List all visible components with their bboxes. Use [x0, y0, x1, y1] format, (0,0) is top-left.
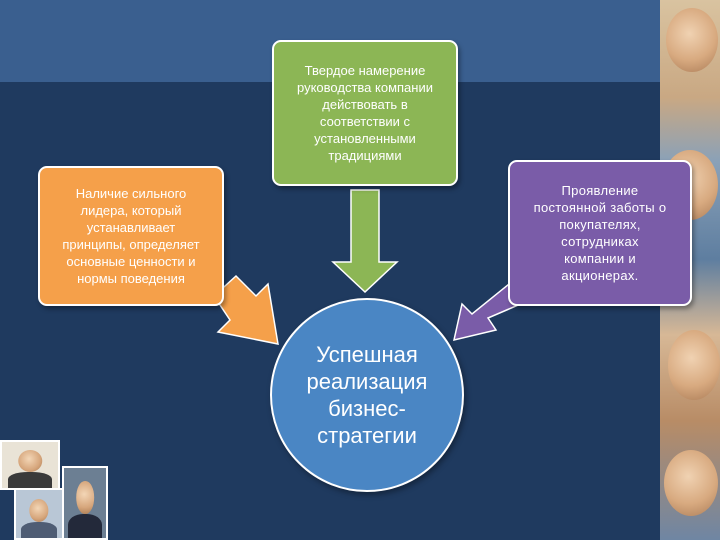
person-face-photo [666, 8, 718, 72]
arrow-from-left-orange [213, 274, 279, 345]
strategy-success-circle: Успешная реализация бизнес- стратегии [270, 298, 464, 492]
corner-photo-collage [0, 438, 108, 540]
strategy-success-text: Успешная реализация бизнес- стратегии [306, 342, 428, 448]
arrow-down-green [331, 189, 399, 294]
person-face-photo [668, 330, 720, 400]
leadership-intent-text: Твердое намерение руководства компании д… [297, 63, 433, 163]
person-face-photo [664, 450, 718, 516]
strong-leader-box: Наличие сильного лидера, который устанав… [38, 166, 224, 306]
stakeholder-care-box: Проявление постоянной заботы о покупател… [508, 160, 692, 306]
strong-leader-text: Наличие сильного лидера, который устанав… [62, 186, 200, 286]
stakeholder-care-text: Проявление постоянной заботы о покупател… [533, 183, 667, 283]
person-photo [62, 466, 108, 540]
leadership-intent-box: Твердое намерение руководства компании д… [272, 40, 458, 186]
person-photo [14, 488, 64, 540]
